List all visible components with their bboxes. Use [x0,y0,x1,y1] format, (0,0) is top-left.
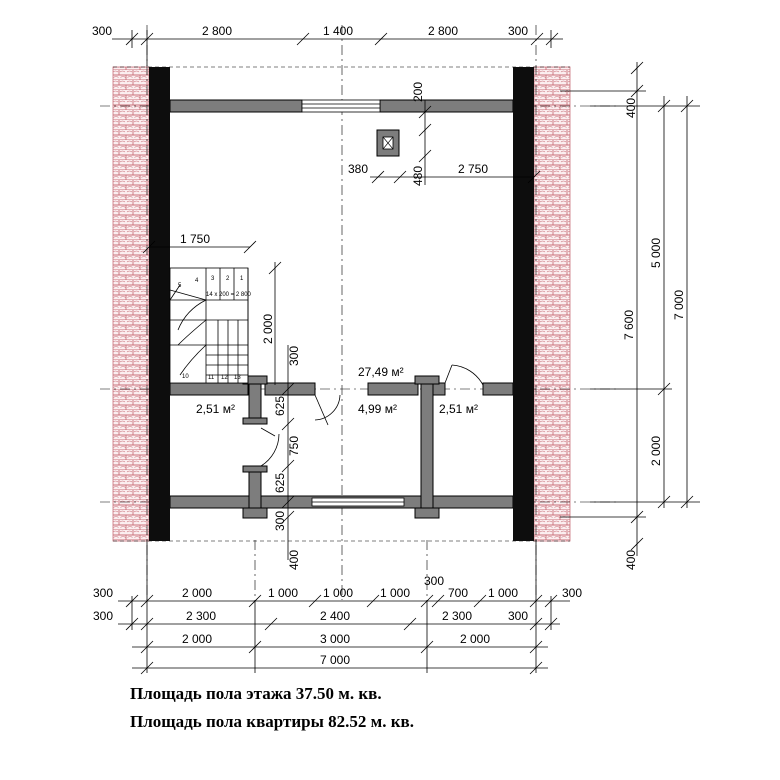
staircase [169,267,249,384]
bottom-r1-300-top: 300 [424,574,444,588]
room-area-left-small: 2,51 м² [196,402,235,416]
interior-dim-625-a: 625 [273,396,287,416]
bottom-r1-700: 700 [448,586,468,600]
stair-step-11: 11 [208,375,215,381]
top-dim-1400: 1 400 [323,24,353,38]
interior-dim-380: 380 [348,162,368,176]
interior-dim-1750: 1 750 [180,232,210,246]
bottom-r3-2000-right: 2 000 [460,632,490,646]
bottom-r2-2300-right: 2 300 [442,609,472,623]
bottom-r2-2400: 2 400 [320,609,350,623]
bottom-r2-300-left: 300 [93,609,113,623]
interior-dimensions [142,100,541,560]
interior-dim-400: 400 [287,550,301,570]
top-dim-2800-left: 2 800 [202,24,232,38]
top-dim-300-right: 300 [508,24,528,38]
bottom-r1-2000: 2 000 [182,586,212,600]
right-dim-2000: 2 000 [649,436,663,466]
right-dim-400-bottom: 400 [624,550,638,570]
bottom-r1-300-left: 300 [93,586,113,600]
bottom-r1-1000-c: 1 000 [380,586,410,600]
bottom-r3-2000-left: 2 000 [182,632,212,646]
stair-count-note: 14 x 200 = 2 800 [206,292,252,298]
bottom-r1-1000-b: 1 000 [323,586,353,600]
right-dim-5000: 5 000 [649,238,663,268]
interior-dim-2750: 2 750 [458,162,488,176]
bottom-r3-3000: 3 000 [320,632,350,646]
opening-bottom [311,497,405,507]
right-dim-7600: 7 600 [622,310,636,340]
right-dim-7000: 7 000 [672,290,686,320]
right-dimension-chains [560,61,700,556]
roof-outline [113,66,570,542]
room-area-right-small: 2,51 м² [439,402,478,416]
interior-dim-300-a: 300 [287,346,301,366]
interior-dim-200: 200 [411,82,425,102]
stair-step-10: 10 [182,374,189,380]
bottom-dimension-chains [118,540,570,675]
brick-facade-right [533,66,571,542]
brick-facade-left [112,66,150,542]
end-walls [149,67,534,541]
stair-step-12: 12 [221,375,228,381]
room-area-center: 4,99 м² [358,402,397,416]
bottom-r1-1000-d: 1 000 [488,586,518,600]
bottom-r1-300-right: 300 [562,586,582,600]
walls [169,99,514,519]
bottom-r2-2300-left: 2 300 [186,609,216,623]
stair-step-2: 2 [226,276,230,282]
interior-dim-625-b: 625 [273,473,287,493]
apartment-area-caption: Площадь пола квартиры 82.52 м. кв. [130,712,414,731]
top-dimension-chain [112,30,563,66]
chimney [376,129,400,157]
room-area-main: 27,49 м² [358,365,404,379]
top-dim-300-left: 300 [92,24,112,38]
stair-labels: 1 2 3 4 5 10 11 12 13 14 x 200 = 2 800 [178,276,252,381]
interior-dim-2000-stair: 2 000 [261,314,275,344]
doors [260,364,484,467]
bottom-r4-7000: 7 000 [320,653,350,667]
stair-step-13: 13 [234,375,241,381]
stair-step-4: 4 [195,278,199,284]
top-dim-2800-right: 2 800 [428,24,458,38]
right-dim-400-top: 400 [624,98,638,118]
interior-dim-750: 750 [287,436,301,456]
interior-dim-480: 480 [411,166,425,186]
window-top [301,99,381,113]
stair-step-5: 5 [178,283,182,289]
bottom-r1-1000-a: 1 000 [268,586,298,600]
interior-dim-300-b: 300 [273,511,287,531]
stair-step-1: 1 [240,276,244,282]
floor-area-caption: Площадь пола этажа 37.50 м. кв. [130,684,382,703]
bottom-r2-300-right: 300 [508,609,528,623]
stair-step-3: 3 [211,276,215,282]
